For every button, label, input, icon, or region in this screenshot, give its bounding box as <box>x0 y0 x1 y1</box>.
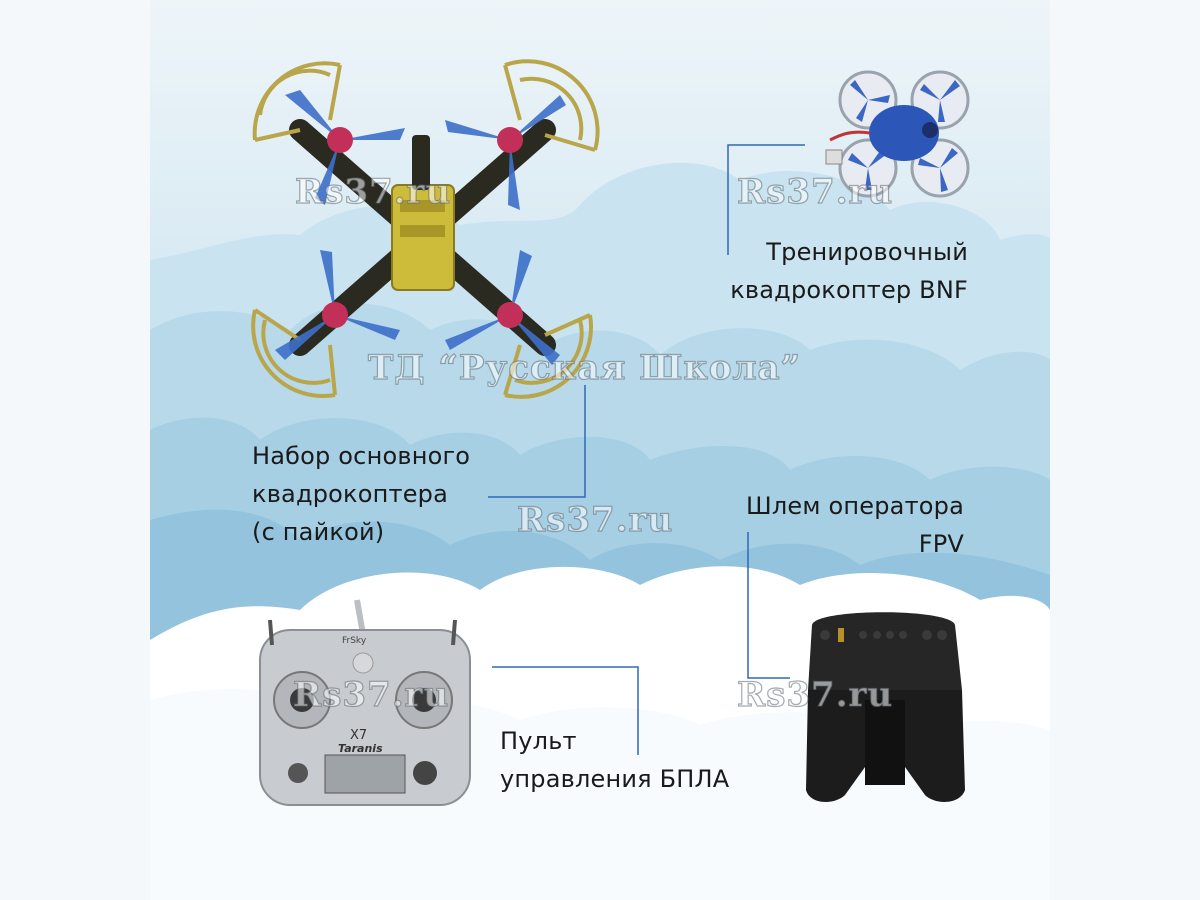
label-remote-line-1: Пульт <box>500 727 577 755</box>
label-fpv-helmet: Шлем оператора FPV <box>746 487 964 563</box>
label-trainer-line-1: Тренировочный <box>766 238 968 266</box>
rc-transmitter-image <box>259 599 471 806</box>
label-remote-line-2: управления БПЛА <box>500 765 730 793</box>
transmitter-model: X7 <box>350 728 368 743</box>
connector-helmet <box>747 532 790 679</box>
transmitter-brand: FrSky <box>342 636 367 646</box>
watermark-company: ТД “Русская Школа” <box>367 347 802 388</box>
watermark-site: Rs37.ru <box>292 674 450 715</box>
connector-trainer <box>727 144 805 255</box>
racing-quadcopter-image <box>251 59 600 399</box>
label-kit-line-1: Набор основного <box>252 442 471 470</box>
watermark-site: Rs37.ru <box>294 171 452 212</box>
label-trainer-line-2: квадрокоптер BNF <box>730 276 968 304</box>
tiny-whoop-image <box>825 70 970 198</box>
connector-kit <box>488 385 586 498</box>
watermark-site: Rs37.ru <box>516 499 674 540</box>
label-helmet-line-2: FPV <box>918 530 964 558</box>
label-kit-line-2: квадрокоптера <box>252 480 449 508</box>
label-helmet-line-1: Шлем оператора <box>746 492 964 520</box>
transmitter-name: Taranis <box>338 742 383 755</box>
connector-remote <box>492 666 639 755</box>
label-main-quadcopter-kit: Набор основного квадрокоптера (с пайкой) <box>252 437 470 551</box>
watermark-site: Rs37.ru <box>736 171 894 212</box>
watermark-site: Rs37.ru <box>736 674 894 715</box>
label-trainer-quadcopter: Тренировочный квадрокоптер BNF <box>730 233 968 309</box>
fpv-goggles-image <box>806 612 965 802</box>
label-kit-line-3: (с пайкой) <box>252 518 385 546</box>
connector-lines <box>488 144 805 755</box>
label-remote-control: Пульт управления БПЛА <box>500 722 729 798</box>
